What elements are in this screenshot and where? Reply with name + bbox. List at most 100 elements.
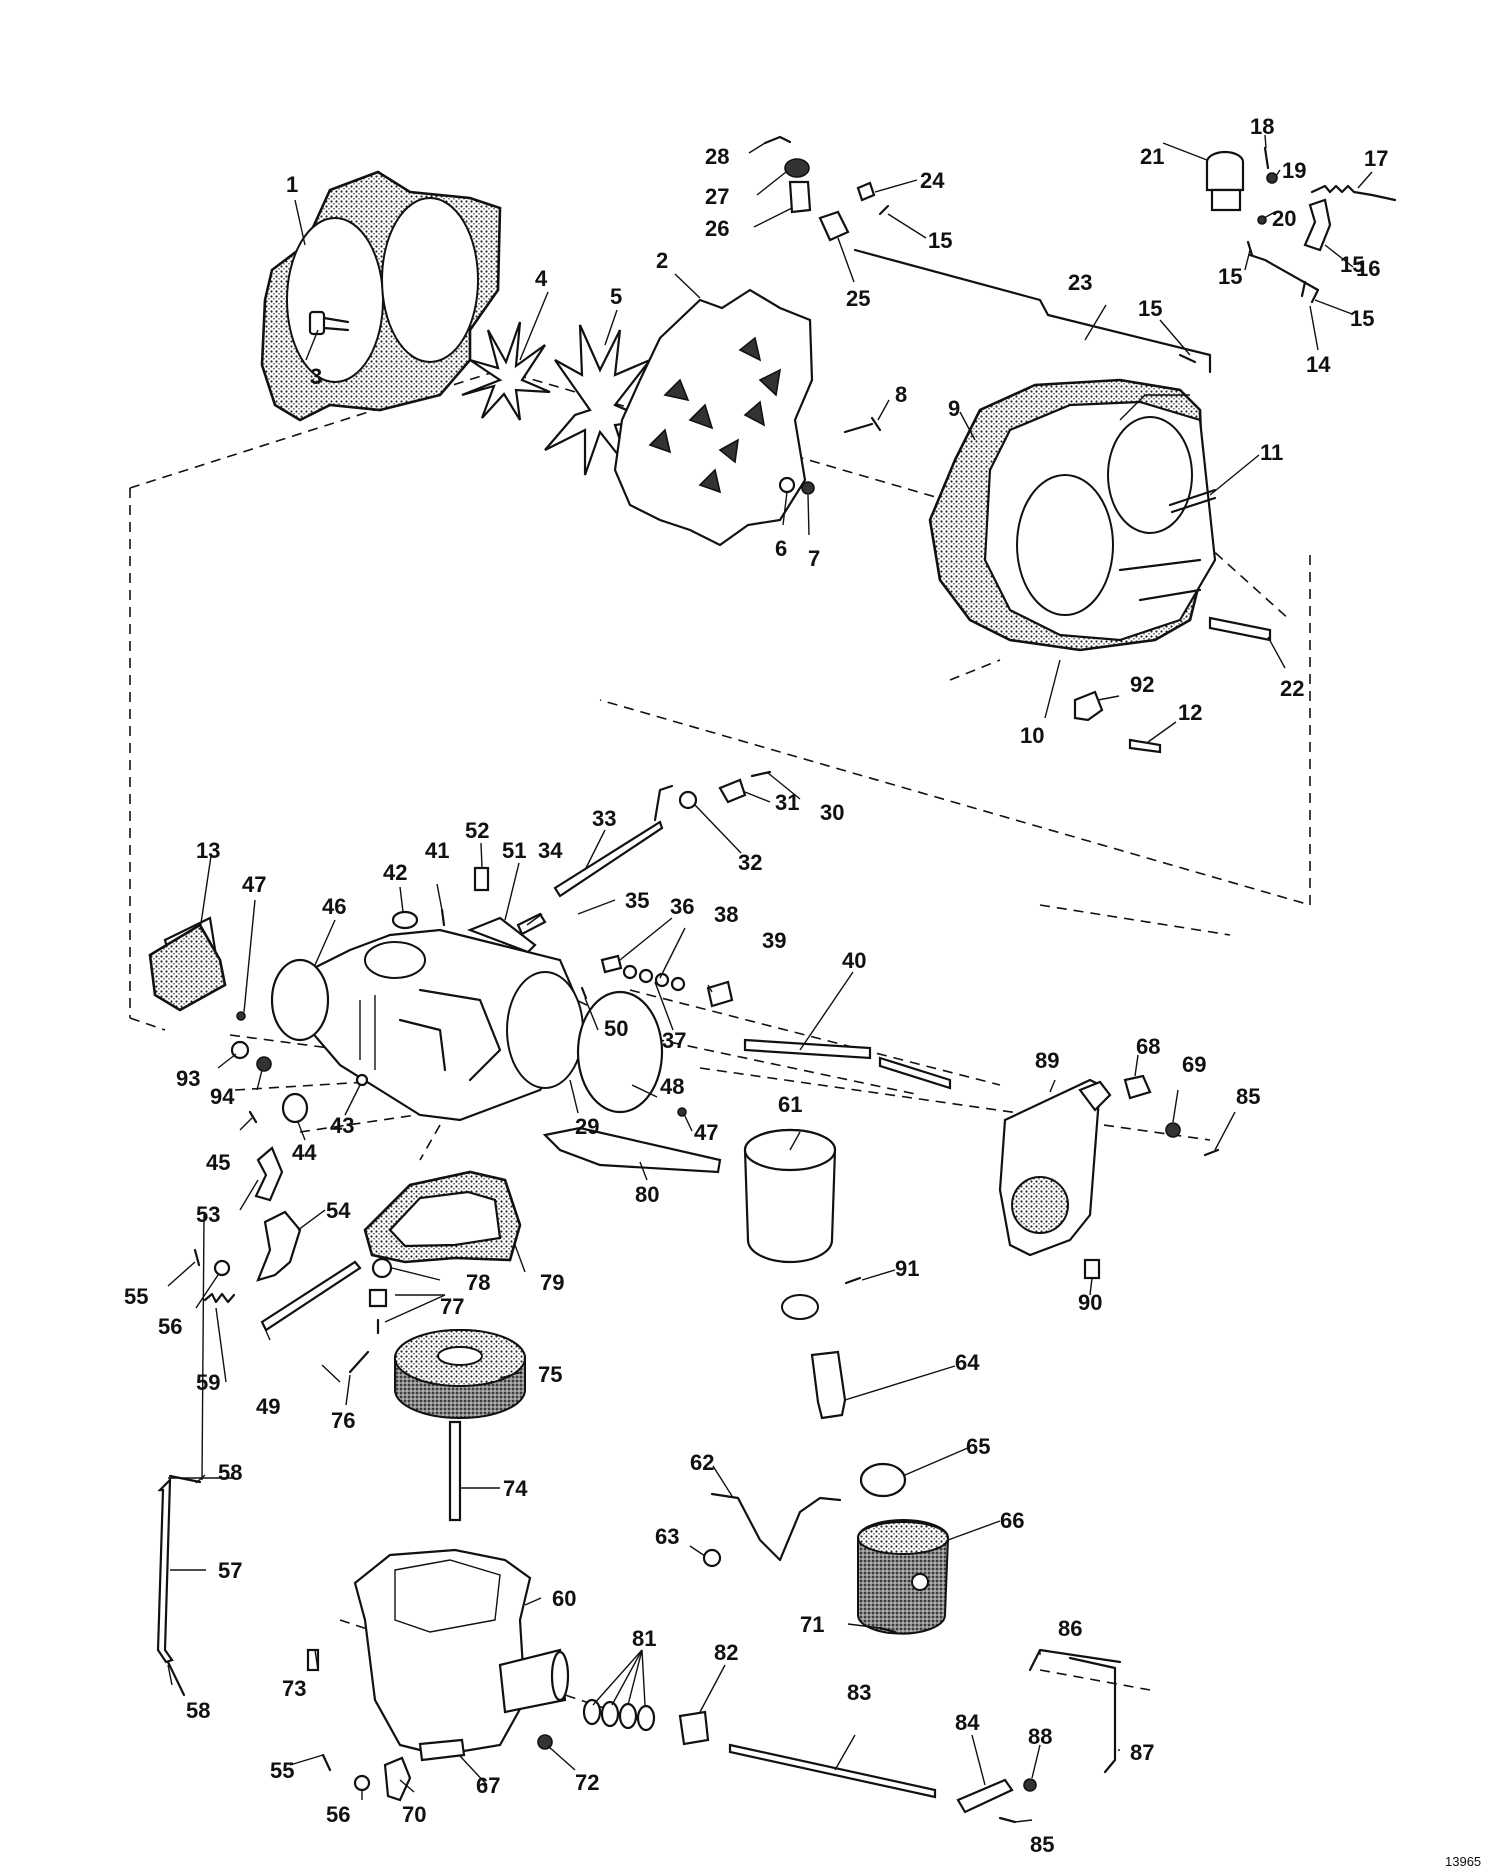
callout-44: 44 xyxy=(292,1140,317,1165)
callout-10: 10 xyxy=(1020,723,1044,748)
callout-94: 94 xyxy=(210,1084,235,1109)
part-41-pin xyxy=(440,908,446,927)
callout-15-c: 15 xyxy=(1350,306,1374,331)
part-23-link-rod xyxy=(853,248,1212,374)
part-2-reed-plate xyxy=(613,288,814,547)
callout-52: 52 xyxy=(465,818,489,843)
callout-55-b: 55 xyxy=(270,1758,294,1783)
callout-60: 60 xyxy=(552,1586,576,1611)
callout-58-a: 58 xyxy=(218,1460,242,1485)
callout-16: 16 xyxy=(1356,256,1380,281)
part-40-needle-tip xyxy=(878,1056,952,1090)
part-29-throttle-body xyxy=(148,916,584,1122)
callout-47-a: 47 xyxy=(242,872,266,897)
part-90-screw xyxy=(1083,1258,1101,1280)
callout-63: 63 xyxy=(655,1524,679,1549)
part-27-cap xyxy=(784,158,810,178)
part-63-screw xyxy=(702,1548,722,1568)
part-47-screw-a xyxy=(236,1011,246,1021)
part-7-nut xyxy=(801,481,815,495)
callout-62: 62 xyxy=(690,1450,714,1475)
part-42-seal xyxy=(391,910,419,930)
callout-45: 45 xyxy=(206,1150,230,1175)
part-52-screw xyxy=(473,866,490,892)
part-38-washer-a xyxy=(622,964,638,980)
part-81-washers xyxy=(582,1698,656,1732)
part-82-plug xyxy=(678,1710,710,1746)
callout-59: 59 xyxy=(196,1370,220,1395)
part-9-housing xyxy=(928,378,1217,652)
callout-75: 75 xyxy=(538,1362,562,1387)
part-71-screw xyxy=(878,1626,897,1634)
part-6-washer xyxy=(778,476,796,494)
callout-9: 9 xyxy=(948,396,960,421)
callout-56-a: 56 xyxy=(158,1314,182,1339)
callout-43: 43 xyxy=(330,1113,354,1138)
part-60-float-bowl xyxy=(353,1548,570,1757)
part-38-washer-b xyxy=(654,972,670,988)
part-46-cover xyxy=(270,958,330,1042)
part-22-bolt xyxy=(1208,616,1272,642)
part-70-plate xyxy=(383,1756,412,1802)
callout-25: 25 xyxy=(846,286,870,311)
part-1-gasket xyxy=(260,170,502,422)
callout-58-b: 58 xyxy=(186,1698,210,1723)
part-28-clip xyxy=(763,135,792,145)
part-15-pin-d xyxy=(1300,280,1307,298)
part-77-jet xyxy=(368,1288,388,1308)
part-26-fitting xyxy=(788,180,812,214)
callout-29: 29 xyxy=(575,1114,599,1139)
callout-51: 51 xyxy=(502,838,526,863)
part-91-screw xyxy=(844,1276,862,1285)
callout-41: 41 xyxy=(425,838,449,863)
part-62-bracket xyxy=(710,1492,842,1562)
callout-8: 8 xyxy=(895,382,907,407)
callout-65: 65 xyxy=(966,1434,990,1459)
part-21-solenoid xyxy=(1205,150,1245,212)
callout-67: 67 xyxy=(476,1773,500,1798)
part-51-plate xyxy=(466,916,537,954)
callout-93: 93 xyxy=(176,1066,200,1091)
callout-71: 71 xyxy=(800,1612,824,1637)
part-30-screw xyxy=(750,770,772,778)
callout-76: 76 xyxy=(331,1408,355,1433)
callout-55-a: 55 xyxy=(124,1284,148,1309)
callout-19: 19 xyxy=(1282,158,1306,183)
callout-88: 88 xyxy=(1028,1724,1052,1749)
part-72-plug xyxy=(537,1734,553,1750)
part-73-screw xyxy=(306,1648,320,1672)
callout-31: 31 xyxy=(775,790,799,815)
callout-57: 57 xyxy=(218,1558,242,1583)
callout-82: 82 xyxy=(714,1640,738,1665)
callout-33: 33 xyxy=(592,806,616,831)
callout-83: 83 xyxy=(847,1680,871,1705)
part-4-star-valve xyxy=(461,321,551,421)
callout-69: 69 xyxy=(1182,1052,1206,1077)
part-56-washer-a xyxy=(213,1259,231,1277)
part-38-washer-c xyxy=(670,976,686,992)
callout-70: 70 xyxy=(402,1802,426,1827)
callout-48: 48 xyxy=(660,1074,684,1099)
part-56-washer-b xyxy=(353,1774,371,1792)
part-43-ball xyxy=(355,1073,369,1087)
callout-17: 17 xyxy=(1364,146,1388,171)
part-33-throttle-shaft xyxy=(553,820,664,898)
callout-12: 12 xyxy=(1178,700,1202,725)
callout-66: 66 xyxy=(1000,1508,1024,1533)
callout-72: 72 xyxy=(575,1770,599,1795)
part-45-pin xyxy=(248,1110,258,1124)
figure-number: 13965 xyxy=(1445,1854,1481,1869)
part-55-pin-a xyxy=(193,1248,201,1267)
part-15-pin-b xyxy=(1178,353,1197,364)
part-69-washer xyxy=(1165,1122,1181,1138)
part-57-link-rod xyxy=(156,1477,174,1664)
callout-77: 77 xyxy=(440,1294,464,1319)
part-14-link xyxy=(1248,253,1320,304)
part-54-arm xyxy=(256,1210,302,1282)
callout-6: 6 xyxy=(775,536,787,561)
part-3-bolt xyxy=(308,310,350,336)
callout-40: 40 xyxy=(842,948,866,973)
part-85-screw-b xyxy=(998,1816,1017,1824)
part-87-link xyxy=(1068,1656,1117,1774)
callout-28: 28 xyxy=(705,144,729,169)
